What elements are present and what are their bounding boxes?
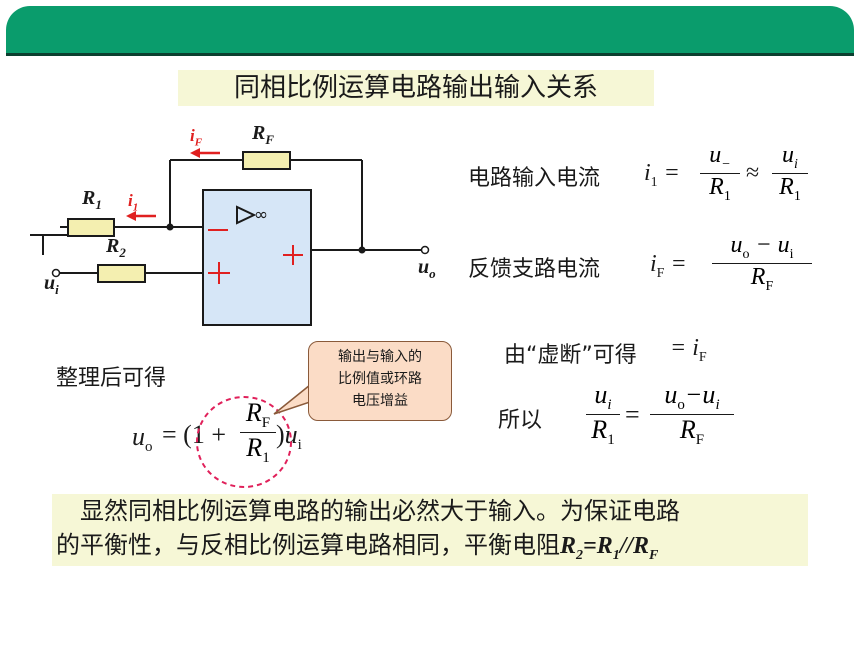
page-title: 同相比例运算电路输出输入关系 — [178, 70, 654, 106]
therefore-label: 所以 — [498, 408, 543, 433]
eq4-equals: = — [625, 400, 640, 429]
output-terminal — [420, 245, 430, 255]
virtual-open-text: 由“虚断”可得 — [504, 343, 637, 368]
result-lhs: uo — [132, 422, 153, 456]
label-ui: ui — [44, 272, 59, 297]
conclusion-box: 显然同相比例运算电路的输出必然大于输入。为保证电路 的平衡性，与反相比例运算电路… — [52, 494, 808, 566]
eq3: = iF — [670, 335, 707, 365]
header-divider — [6, 53, 854, 56]
eq1-lhs: i1 = — [644, 160, 680, 190]
gain-highlight-circle — [196, 396, 292, 488]
feedback-current-label: 反馈支路电流 — [468, 257, 601, 282]
result-eq: = (1 + — [162, 420, 226, 449]
label-i1: i1 — [128, 191, 139, 214]
eq1-frac1: u−R1 — [700, 142, 740, 205]
conclusion-line1: 显然同相比例运算电路的输出必然大于输入。为保证电路 — [56, 497, 680, 525]
opamp-symbol: ∞ — [236, 205, 268, 225]
gain-callout: 输出与输入的 比例值或环路 电压增益 — [308, 341, 452, 421]
circuit-diagram: ∞ — [30, 148, 430, 326]
input-current-label: 电路输入电流 — [468, 166, 601, 191]
header-bar — [6, 6, 854, 56]
plus-sign — [283, 245, 303, 265]
junction-node — [358, 246, 366, 254]
label-uo: uo — [418, 256, 436, 281]
label-rf: RF — [252, 122, 275, 147]
current-arrow-i1 — [126, 211, 156, 221]
resistor-r1 — [67, 218, 115, 237]
label-if: iF — [190, 126, 203, 149]
plus-sign — [208, 262, 230, 284]
eq2-lhs: iF = — [650, 251, 687, 281]
svg-text:∞: ∞ — [254, 205, 268, 225]
label-r2: R2 — [106, 235, 126, 260]
arrange-label: 整理后可得 — [56, 366, 167, 391]
eq1-approx: ≈ — [746, 160, 760, 186]
conclusion-line2: 的平衡性，与反相比例运算电路相同，平衡电阻R2=R1//RF — [56, 531, 659, 563]
current-arrow-if — [190, 148, 220, 158]
input-terminal — [51, 268, 61, 278]
label-r1: R1 — [82, 187, 102, 212]
junction-node — [166, 223, 174, 231]
resistor-rf — [242, 151, 291, 170]
resistor-r2 — [97, 264, 146, 283]
